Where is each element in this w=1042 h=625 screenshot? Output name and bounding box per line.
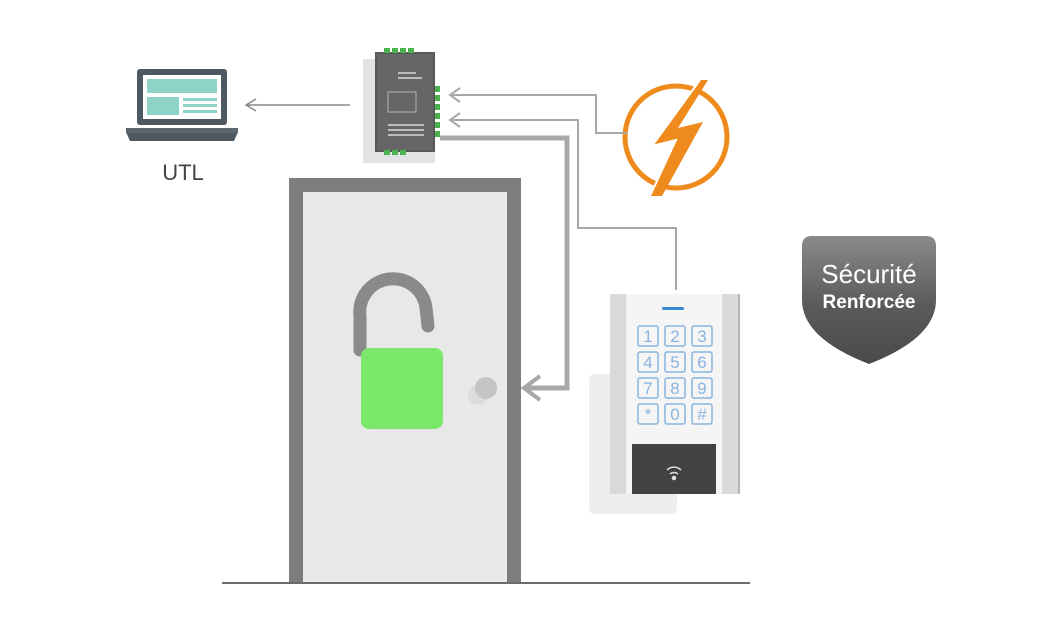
keypad-key — [691, 403, 713, 425]
keypad-key — [664, 403, 686, 425]
keypad-key — [691, 377, 713, 399]
controller-unit-icon — [363, 48, 440, 163]
keypad-key — [664, 325, 686, 347]
keypad-key-label: 4 — [643, 353, 652, 372]
keypad-key-label: 5 — [670, 353, 679, 372]
security-shield-badge: Sécurité Renforcée — [802, 236, 936, 364]
keypad-key — [664, 377, 686, 399]
lock-control-wire — [440, 135, 570, 402]
network-link-arrow — [244, 98, 350, 112]
laptop-icon — [126, 69, 238, 141]
keypad-key — [691, 351, 713, 373]
badge-line1: Sécurité — [821, 259, 916, 289]
keypad-key-label: 1 — [643, 327, 652, 346]
badge-line2: Renforcée — [823, 292, 916, 313]
keypad-key-label: 0 — [670, 405, 679, 424]
unlocked-padlock-icon — [353, 272, 443, 429]
wireless-icon — [666, 466, 682, 481]
keypad-key-label: 9 — [697, 379, 706, 398]
computer-label: UTL — [162, 160, 204, 185]
keypad-reader-icon — [589, 294, 740, 514]
keypad-key-label: # — [697, 405, 707, 424]
keypad-key-label: 2 — [670, 327, 679, 346]
keypad-key-label: * — [645, 405, 652, 424]
keypad-data-wire — [448, 112, 677, 290]
keypad-key — [637, 403, 659, 425]
keypad-key-label: 8 — [670, 379, 679, 398]
keypad-key — [637, 325, 659, 347]
power-wire — [448, 87, 627, 134]
keypad-key — [637, 351, 659, 373]
keypad-key — [664, 351, 686, 373]
keypad-key-label: 7 — [643, 379, 652, 398]
keypad-key — [637, 377, 659, 399]
power-supply-icon — [622, 79, 730, 197]
door-icon — [289, 178, 521, 583]
keypad-key-label: 6 — [697, 353, 706, 372]
keypad-key-label: 3 — [697, 327, 706, 346]
keypad-key — [691, 325, 713, 347]
